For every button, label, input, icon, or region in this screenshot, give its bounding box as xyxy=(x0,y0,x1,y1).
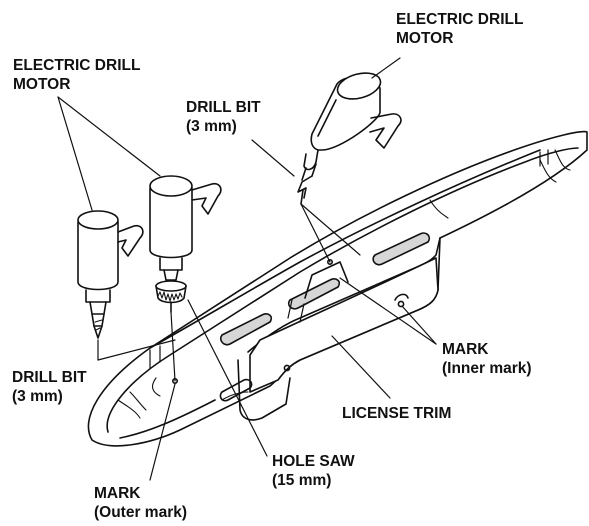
trim-boss-1 xyxy=(304,261,349,299)
trim-shade-left xyxy=(117,377,161,419)
label-electric-drill-motor-right: ELECTRIC DRILL MOTOR xyxy=(396,10,523,48)
trim-inner-rim xyxy=(106,147,579,433)
label-drill-bit-top: DRILL BIT (3 mm) xyxy=(186,98,261,136)
label-line: DRILL BIT xyxy=(12,369,87,386)
trim-slot-upper xyxy=(372,232,431,266)
trim-inner-rim-2 xyxy=(119,399,216,439)
trim-notch-right xyxy=(539,149,549,167)
inner-mark-dot xyxy=(326,258,333,265)
label-line: HOLE SAW xyxy=(272,453,355,470)
label-line: ELECTRIC DRILL xyxy=(13,57,141,74)
trim-screw-left xyxy=(283,364,291,372)
label-line: MARK xyxy=(442,341,489,358)
label-line: MOTOR xyxy=(396,30,454,47)
label-mark-inner: MARK (Inner mark) xyxy=(442,340,532,378)
trim-bottom-tab xyxy=(237,359,291,421)
trim-plate xyxy=(249,257,439,393)
trim-slot-mid xyxy=(287,278,341,310)
label-line: (3 mm) xyxy=(12,388,63,405)
trim-notch-left xyxy=(149,345,161,369)
label-line: MOTOR xyxy=(13,76,71,93)
drill-motor-middle xyxy=(149,175,222,313)
label-line: ELECTRIC DRILL xyxy=(396,11,524,28)
drill-motor-left xyxy=(77,210,144,339)
label-line: (Inner mark) xyxy=(442,360,532,377)
leader-lines xyxy=(57,57,437,481)
label-line: MARK xyxy=(94,485,141,502)
drill-bit-top-tip xyxy=(300,189,304,205)
trim-shade-right xyxy=(429,149,571,219)
trim-boss-2 xyxy=(287,299,305,323)
label-line: (Outer mark) xyxy=(94,504,188,521)
trim-screw-right xyxy=(397,300,405,308)
label-line: LICENSE TRIM xyxy=(342,405,452,422)
label-electric-drill-motor-left: ELECTRIC DRILL MOTOR xyxy=(13,56,140,94)
label-mark-outer: MARK (Outer mark) xyxy=(94,484,187,522)
trim-slot-left xyxy=(219,313,273,346)
label-line: (3 mm) xyxy=(186,118,237,135)
label-line: DRILL BIT xyxy=(186,99,261,116)
license-trim-panel xyxy=(87,130,588,447)
trim-top-ridge xyxy=(149,149,541,349)
trim-boss-3 xyxy=(394,293,409,301)
label-drill-bit-bottom: DRILL BIT (3 mm) xyxy=(12,368,87,406)
label-line: (15 mm) xyxy=(272,472,332,489)
drill-motor-right xyxy=(297,72,402,205)
label-license-trim: LICENSE TRIM xyxy=(342,404,451,423)
trim-slot-lower-left xyxy=(219,378,253,402)
label-hole-saw: HOLE SAW (15 mm) xyxy=(272,452,355,490)
